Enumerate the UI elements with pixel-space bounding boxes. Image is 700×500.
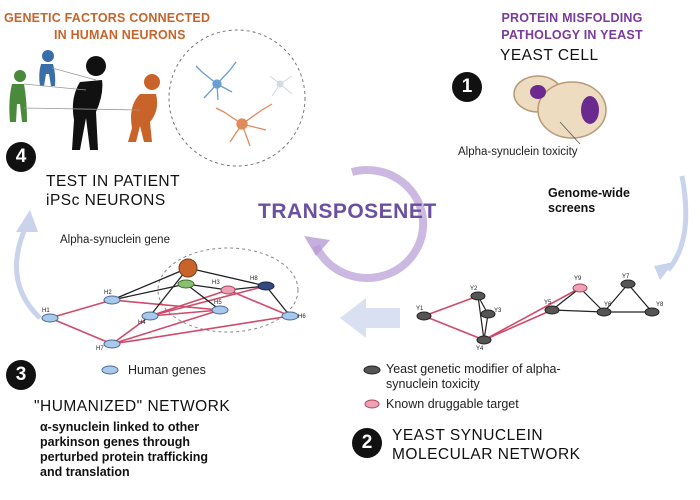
legend-druggable-marker xyxy=(364,399,380,409)
yeast-node-label: Y7 xyxy=(622,274,630,280)
yeast-node-y3 xyxy=(480,309,496,319)
header-left-line: GENETIC FACTORS CONNECTED xyxy=(4,11,211,25)
humanized-to-test-arrowhead xyxy=(16,210,38,232)
screens-arrow xyxy=(666,175,689,272)
header-protein-misfolding: PROTEIN MISFOLDING PATHOLOGY IN YEAST xyxy=(452,10,692,44)
header-left-line: IN HUMAN NEURONS xyxy=(54,28,186,42)
yeast-node-label: Y6 xyxy=(604,302,612,308)
yeast-cell-title: YEAST CELL xyxy=(500,47,599,64)
humanized-network-description: α-synuclein linked to other parkinson ge… xyxy=(40,420,208,480)
step1-title: YEAST CELL xyxy=(500,46,599,65)
header-right-line: PATHOLOGY IN YEAST xyxy=(501,28,643,42)
step3-desc-line: perturbed protein trafficking xyxy=(40,450,209,464)
cycle-arrow xyxy=(304,166,428,282)
yeast-node-y8 xyxy=(644,307,660,317)
yeast-node-label: Y3 xyxy=(494,308,502,314)
header-right-line: PROTEIN MISFOLDING xyxy=(501,11,643,25)
yeast-node-label: Y8 xyxy=(656,302,664,308)
step-badge-3: 3 xyxy=(6,360,36,390)
step-badge-1: 1 xyxy=(452,72,482,102)
legend-yeast-line: synuclein toxicity xyxy=(386,377,480,391)
human-figures-illustration xyxy=(9,50,160,150)
human-node-h2 xyxy=(103,295,121,305)
transposenet-title: TRANSPOSENET xyxy=(258,200,437,223)
test-in-patient-title: TEST IN PATIENT iPSc NEURONS xyxy=(46,172,180,210)
yeast-node-y5 xyxy=(544,305,560,315)
yeast-node-y9 xyxy=(572,283,588,293)
screens-arrowhead xyxy=(654,262,674,280)
yeast-to-human-arrow xyxy=(340,298,400,338)
human-node-label: H5 xyxy=(214,300,222,306)
yeast-node-y1 xyxy=(416,311,432,321)
step-number: 1 xyxy=(461,76,473,97)
step-number: 2 xyxy=(361,432,373,453)
human-node-label: H4 xyxy=(138,320,146,326)
yeast-node-y7 xyxy=(620,279,636,289)
step-number: 4 xyxy=(15,146,27,167)
screens-line: screens xyxy=(548,201,596,215)
human-node-h4 xyxy=(141,311,159,321)
step4-title-line: TEST IN PATIENT xyxy=(46,173,181,190)
yeast-node-label: Y1 xyxy=(416,306,424,312)
yeast-node-label: Y5 xyxy=(544,300,552,306)
step3-desc-line: α-synuclein linked to other xyxy=(40,420,200,434)
human-node-label: H8 xyxy=(250,276,258,282)
human-node-label: H2 xyxy=(104,290,112,296)
human-node-h6 xyxy=(281,311,299,321)
genome-wide-screens-label: Genome-wide screens xyxy=(548,186,630,216)
human-node-h5 xyxy=(211,305,229,315)
human-node-label: H1 xyxy=(42,308,50,314)
screens-line: Genome-wide xyxy=(548,186,630,200)
yeast-node-y4 xyxy=(476,335,492,345)
yeast-node-y2 xyxy=(470,291,486,301)
yeast-cell-illustration xyxy=(513,75,607,145)
human-node-label: H3 xyxy=(212,280,220,286)
human-node-h7 xyxy=(103,339,121,349)
legend-yeast-line: Yeast genetic modifier of alpha- xyxy=(386,362,561,376)
human-node-label: H7 xyxy=(96,346,104,352)
yeast-node-label: Y9 xyxy=(574,276,582,282)
step3-desc-line: and translation xyxy=(40,465,130,479)
alpha-synuclein-gene-label: Alpha-synuclein gene xyxy=(60,234,170,246)
neurons-illustration xyxy=(168,29,306,167)
step-badge-2: 2 xyxy=(352,428,382,458)
step2-title-line: MOLECULAR NETWORK xyxy=(392,446,581,463)
human-network: H1 H2 H4 H7 H5 H6 H8 H3 xyxy=(41,247,306,352)
human-node-label: H6 xyxy=(298,314,306,320)
human-node-h1 xyxy=(41,313,59,323)
humanized-network-title: "HUMANIZED" NETWORK xyxy=(34,398,231,415)
step-number: 3 xyxy=(15,364,27,385)
legend-yeast-modifier: Yeast genetic modifier of alpha- synucle… xyxy=(386,362,561,392)
humanized-to-test-arrow xyxy=(14,220,42,320)
legend-human-genes: Human genes xyxy=(128,363,206,377)
yeast-network: Y1 Y2 Y3 Y4 Y5 Y6 Y7 Y8 Y9 xyxy=(416,274,664,352)
legend-yeast-marker xyxy=(363,365,381,375)
yeast-node-label: Y4 xyxy=(476,346,484,352)
yeast-node-y6 xyxy=(596,307,612,317)
legend-human-marker xyxy=(101,365,119,375)
step2-title-line: YEAST SYNUCLEIN xyxy=(392,427,544,444)
step3-desc-line: parkinson genes through xyxy=(40,435,191,449)
header-genetic-factors: GENETIC FACTORS CONNECTED IN HUMAN NEURO… xyxy=(4,10,324,44)
step4-title-line: iPSc NEURONS xyxy=(46,192,166,209)
alpha-synuclein-toxicity-label: Alpha-synuclein toxicity xyxy=(458,146,578,158)
yeast-synuclein-network-title: YEAST SYNUCLEIN MOLECULAR NETWORK xyxy=(392,426,581,464)
yeast-node-label: Y2 xyxy=(470,286,478,292)
step-badge-4: 4 xyxy=(6,142,36,172)
legend-druggable: Known druggable target xyxy=(386,397,519,411)
